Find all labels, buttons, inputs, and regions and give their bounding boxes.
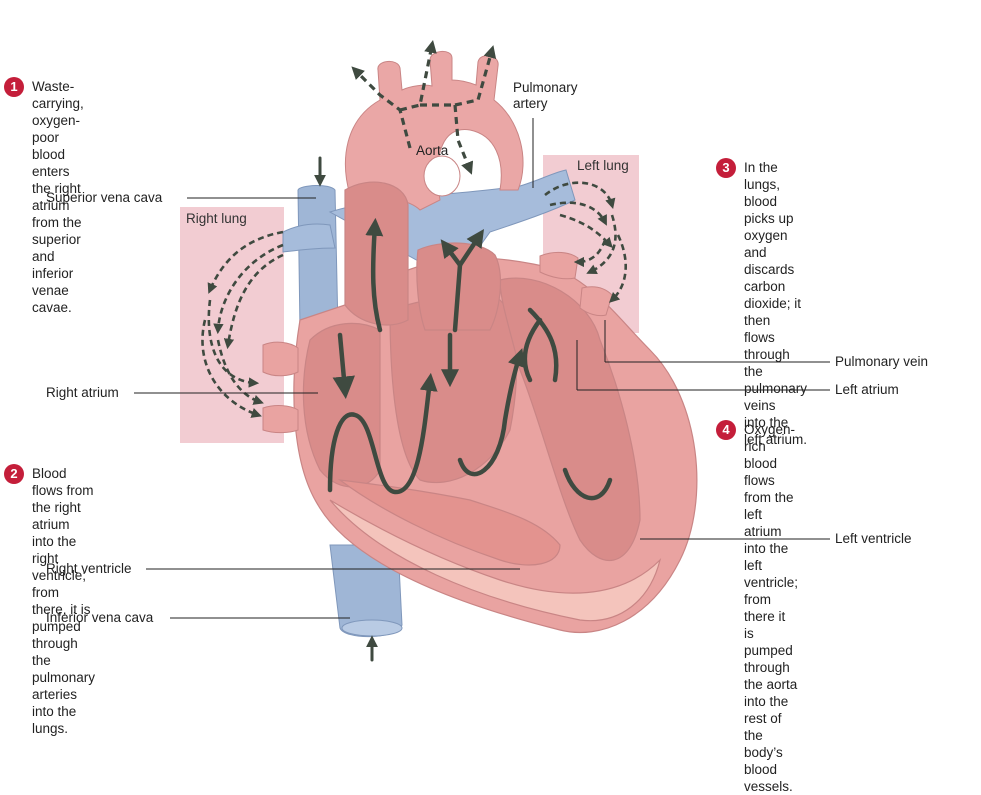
step-4-text: Oxygen-rich blood flows from the left at…: [744, 422, 799, 794]
step-3-badge: 3: [716, 158, 736, 178]
label-superior-vena-cava: Superior vena cava: [46, 190, 163, 205]
label-right-lung: Right lung: [186, 211, 247, 226]
label-left-lung: Left lung: [577, 158, 629, 173]
label-left-atrium: Left atrium: [835, 382, 899, 397]
heart-illustration: [134, 39, 830, 662]
step-4-badge: 4: [716, 420, 736, 440]
leader-lines: [134, 118, 830, 619]
label-aorta: Aorta: [416, 143, 449, 158]
flow-paths: [327, 217, 613, 501]
right-lung-arrows: [201, 230, 284, 418]
label-inferior-vena-cava: Inferior vena cava: [46, 610, 154, 625]
label-pulmonary-vein: Pulmonary vein: [835, 354, 929, 369]
step-3-text: In the lungs, blood picks up oxygen and …: [744, 160, 808, 447]
step-2-text: Blood flows from the right atrium into t…: [32, 466, 96, 736]
vena-cava: [297, 185, 403, 638]
step-1-badge: 1: [4, 77, 24, 97]
aorta-shape: [344, 51, 524, 211]
vena-cava-arrows: [314, 156, 378, 662]
label-pulmonary-artery: Pulmonary artery: [513, 80, 578, 111]
label-right-atrium: Right atrium: [46, 385, 119, 400]
step-2-badge: 2: [4, 464, 24, 484]
pulmonary-veins: [262, 251, 613, 434]
label-left-ventricle: Left ventricle: [835, 531, 912, 546]
step-1-text: Waste-carrying, oxygen-poor blood enters…: [32, 79, 84, 315]
aorta-arrows: [351, 39, 497, 175]
label-right-ventricle: Right ventricle: [46, 561, 132, 576]
left-lung-arrows: [544, 181, 628, 303]
heart-diagram: 1 Waste-carrying, oxygen-poor blood ente…: [4, 39, 929, 794]
